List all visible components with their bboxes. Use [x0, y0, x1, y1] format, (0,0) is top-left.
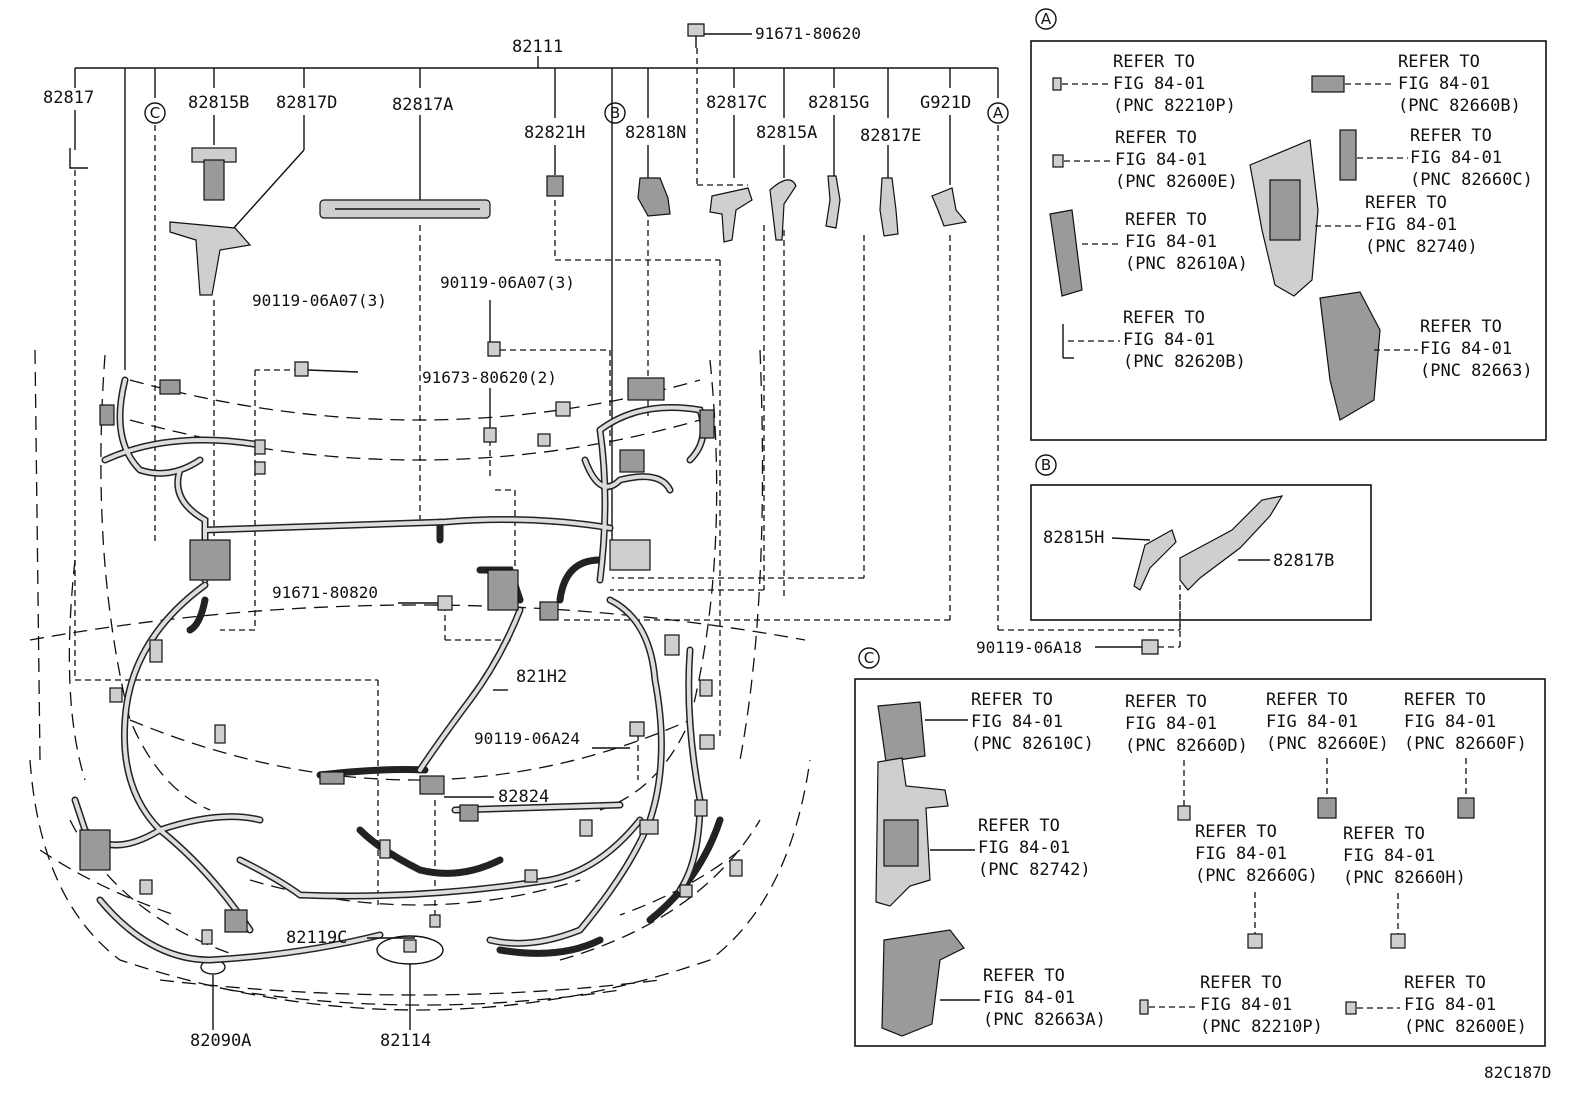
panel-a-refer-6: REFER TO — [1125, 210, 1207, 230]
panel-a-pnc-4: (PNC 82660C) — [1410, 170, 1533, 190]
panel-c-refer-4: REFER TO — [1404, 690, 1486, 710]
label-82817e: 82817E — [860, 126, 921, 146]
top-parts — [69, 23, 968, 1030]
panel-c-refer-3: REFER TO — [1266, 690, 1348, 710]
panel-c-pnc-4: (PNC 82660F) — [1404, 734, 1527, 754]
label-g921d: G921D — [920, 93, 971, 113]
panel-c-fig-3: FIG 84-01 — [1266, 712, 1358, 732]
label-821h2: 821H2 — [516, 667, 567, 687]
panel-c-pnc-7: (PNC 82660H) — [1343, 868, 1466, 888]
panel-a-fig-3: FIG 84-01 — [1115, 150, 1207, 170]
panel-a-fig-5: FIG 84-01 — [1365, 215, 1457, 235]
label-82817a: 82817A — [392, 95, 453, 115]
diagram-code: 82C187D — [1484, 1063, 1551, 1082]
panel-c-fig-8: FIG 84-01 — [983, 988, 1075, 1008]
panel-a-fig-7: FIG 84-01 — [1123, 330, 1215, 350]
panel-a-refer-4: REFER TO — [1410, 126, 1492, 146]
panel-a-pnc-6: (PNC 82610A) — [1125, 254, 1248, 274]
label-82815h: 82815H — [1043, 528, 1104, 548]
label-91671-80820: 91671-80820 — [272, 583, 378, 602]
panel-a-tag: A — [1041, 10, 1052, 28]
label-82817d: 82817D — [276, 93, 337, 113]
leader-lines — [74, 33, 951, 231]
panel-c-refer-1: REFER TO — [971, 690, 1053, 710]
callout-labels: 82111 82817 82815B 82817D 82817A 82821H … — [43, 24, 971, 1051]
panel-c: C REFER TO FIG 84-01 (PNC 82610C) REFER … — [854, 647, 1546, 1047]
panel-a-fig-4: FIG 84-01 — [1410, 148, 1502, 168]
panel-a-refer-7: REFER TO — [1123, 308, 1205, 328]
assembly-bracket — [74, 56, 999, 540]
panel-c-pnc-2: (PNC 82660D) — [1125, 736, 1248, 756]
panel-c-refer-6: REFER TO — [1195, 822, 1277, 842]
panel-c-fig-7: FIG 84-01 — [1343, 846, 1435, 866]
panel-a: A REFER TO FIG 84-01 (PNC 82210P) REFER … — [1030, 8, 1547, 441]
label-82818n: 82818N — [625, 123, 686, 143]
panel-c-pnc-10: (PNC 82600E) — [1404, 1017, 1527, 1037]
dashed-connections — [74, 48, 1181, 930]
label-90119-06a24: 90119-06A24 — [474, 729, 580, 748]
tag-a-main: A — [993, 104, 1004, 122]
panel-a-refer-5: REFER TO — [1365, 193, 1447, 213]
panel-c-fig-2: FIG 84-01 — [1125, 714, 1217, 734]
panel-c-fig-4: FIG 84-01 — [1404, 712, 1496, 732]
panel-c-pnc-3: (PNC 82660E) — [1266, 734, 1389, 754]
label-82114: 82114 — [380, 1031, 431, 1051]
label-90119-06a07-mid: 90119-06A07(3) — [440, 273, 575, 292]
label-82815b: 82815B — [188, 93, 249, 113]
label-82090a: 82090A — [190, 1031, 251, 1051]
panel-a-fig-2: FIG 84-01 — [1398, 74, 1490, 94]
panel-c-pnc-8: (PNC 82663A) — [983, 1010, 1106, 1030]
label-90119-06a07-left: 90119-06A07(3) — [252, 291, 387, 310]
panel-a-pnc-5: (PNC 82740) — [1365, 237, 1478, 257]
panel-c-fig-10: FIG 84-01 — [1404, 995, 1496, 1015]
panel-a-refer-3: REFER TO — [1115, 128, 1197, 148]
panel-c-refer-9: REFER TO — [1200, 973, 1282, 993]
label-82817c: 82817C — [706, 93, 767, 113]
panel-c-fig-5: FIG 84-01 — [978, 838, 1070, 858]
panel-a-pnc-3: (PNC 82600E) — [1115, 172, 1238, 192]
harness-connectors — [79, 377, 743, 953]
panel-a-refer-2: REFER TO — [1398, 52, 1480, 72]
panel-a-fig-6: FIG 84-01 — [1125, 232, 1217, 252]
panel-c-refer-8: REFER TO — [983, 966, 1065, 986]
panel-c-pnc-5: (PNC 82742) — [978, 860, 1091, 880]
label-82817b: 82817B — [1273, 551, 1334, 571]
panel-c-fig-6: FIG 84-01 — [1195, 844, 1287, 864]
panel-c-refer-10: REFER TO — [1404, 973, 1486, 993]
panel-b-tag: B — [1041, 456, 1051, 474]
panel-a-pnc-8: (PNC 82663) — [1420, 361, 1533, 381]
panel-b: B 82815H 82817B 90119-06A18 — [976, 454, 1372, 657]
panel-a-pnc-7: (PNC 82620B) — [1123, 352, 1246, 372]
label-82119c: 82119C — [286, 928, 347, 948]
panel-c-pnc-9: (PNC 82210P) — [1200, 1017, 1323, 1037]
label-82824: 82824 — [498, 787, 549, 807]
panel-c-fig-1: FIG 84-01 — [971, 712, 1063, 732]
panel-a-pnc-1: (PNC 82210P) — [1113, 96, 1236, 116]
panel-a-fig-1: FIG 84-01 — [1113, 74, 1205, 94]
panel-c-pnc-1: (PNC 82610C) — [971, 734, 1094, 754]
label-90119-06a18: 90119-06A18 — [976, 638, 1082, 657]
label-82821h: 82821H — [524, 123, 585, 143]
panel-a-refer-1: REFER TO — [1113, 52, 1195, 72]
tag-c-main: C — [150, 104, 160, 122]
label-91671-80620: 91671-80620 — [755, 24, 861, 43]
label-91673-80620: 91673-80620(2) — [422, 368, 557, 387]
tag-b-main: B — [610, 104, 620, 122]
panel-c-refer-5: REFER TO — [978, 816, 1060, 836]
panel-c-tag: C — [864, 649, 874, 667]
label-82817: 82817 — [43, 88, 94, 108]
panel-a-pnc-2: (PNC 82660B) — [1398, 96, 1521, 116]
panel-c-refer-2: REFER TO — [1125, 692, 1207, 712]
panel-c-pnc-6: (PNC 82660G) — [1195, 866, 1318, 886]
circle-tags-main: C B A — [144, 102, 1009, 124]
label-82815a: 82815A — [756, 123, 817, 143]
panel-a-fig-8: FIG 84-01 — [1420, 339, 1512, 359]
panel-a-refer-8: REFER TO — [1420, 317, 1502, 337]
label-82111: 82111 — [512, 37, 563, 57]
label-82815g: 82815G — [808, 93, 869, 113]
panel-c-fig-9: FIG 84-01 — [1200, 995, 1292, 1015]
panel-c-refer-7: REFER TO — [1343, 824, 1425, 844]
